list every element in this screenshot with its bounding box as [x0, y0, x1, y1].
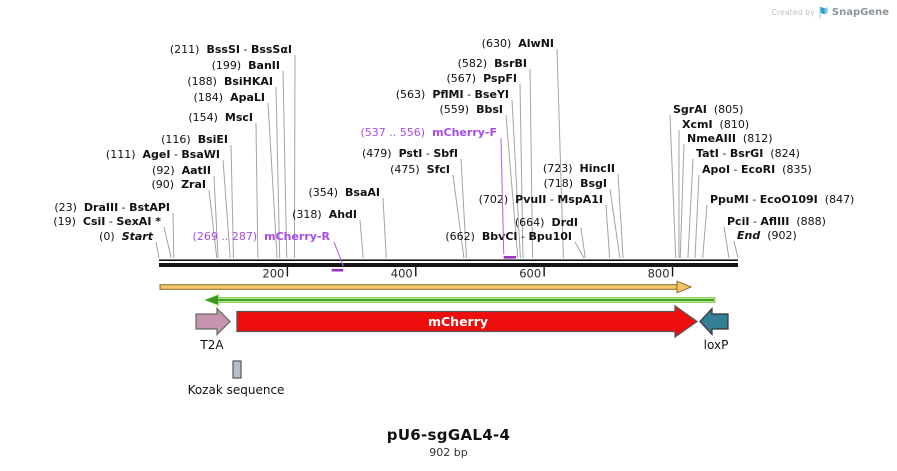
mcherry-label: mCherry [428, 314, 488, 329]
map-footer: pU6-sgGAL4-4 902 bp [0, 426, 897, 459]
enzyme-label-bsihkai[interactable]: (188) BsiHKAI [187, 75, 273, 88]
site-leader-line [733, 240, 739, 259]
tan-feature-arrow[interactable] [159, 284, 678, 290]
site-leader-line [222, 159, 231, 259]
site-leader-line [282, 70, 288, 259]
enzyme-label-ahdi[interactable]: (318) AhdI [292, 208, 357, 221]
enzyme-label-pflmi-bseyi[interactable]: (563) PflMI - BseYI [396, 88, 509, 101]
site-leader-line [267, 102, 278, 259]
sequence-line[interactable] [159, 263, 738, 267]
enzyme-label-sfci[interactable]: (475) SfcI [390, 163, 450, 176]
snapgene-logo-icon [819, 6, 828, 19]
enzyme-label-draiii-bstapi[interactable]: (23) DraIII - BstAPI [54, 201, 170, 214]
ruler-tick-label: 800 [648, 267, 670, 281]
enzyme-label-agei-bsawi[interactable]: (111) AgeI - BsaWI [106, 148, 220, 161]
feature-loxp[interactable] [699, 306, 729, 337]
site-leader-line [505, 114, 519, 259]
site-leader-line [605, 204, 611, 259]
site-leader-line [293, 54, 296, 259]
site-leader-line [213, 175, 219, 259]
enzyme-label-hincii[interactable]: (723) HincII [543, 162, 615, 175]
ruler-tick-label: 600 [519, 267, 541, 281]
site-leader-line [155, 241, 160, 259]
snapgene-credit: Created by SnapGene [772, 6, 889, 19]
site-leader-line [460, 158, 467, 259]
enzyme-label-csii-sexai[interactable]: (19) CsiI - SexAI * [53, 215, 161, 228]
ruler-tick-label: 200 [262, 267, 284, 281]
enzyme-label-start[interactable]: (0) Start [99, 230, 154, 243]
t2a-label: T2A [199, 338, 224, 352]
enzyme-label-alwni[interactable]: (630) AlwNI [482, 37, 554, 50]
enzyme-label-end[interactable]: End (902) [737, 229, 797, 242]
enzyme-label-bbvci-bpu10i[interactable]: (662) BbvCI - Bpu10I [445, 230, 572, 243]
site-leader-line [702, 204, 708, 259]
site-leader-line [163, 226, 172, 259]
sequence-line-top-strand [159, 259, 738, 261]
enzyme-label-pcii-afliii[interactable]: PciI - AflIII (888) [727, 215, 826, 228]
site-leader-line [230, 144, 234, 259]
site-leader-line [609, 188, 621, 259]
site-leader-line [574, 241, 585, 259]
primer-leader-line [333, 241, 344, 267]
enzyme-label-pspfi[interactable]: (567) PspFI [447, 72, 517, 85]
kozak-label: Kozak sequence [188, 383, 285, 397]
enzyme-label-pvuii-mspa1i[interactable]: (702) PvuII - MspA1I [479, 193, 603, 206]
enzyme-label-bsiei[interactable]: (116) BsiEI [161, 133, 228, 146]
primer-label-mcherry-f[interactable]: (537 .. 556) mCherry-F [361, 126, 498, 139]
site-leader-line [452, 174, 465, 259]
primer-label-mcherry-r[interactable]: (269 .. 287) mCherry-R [193, 230, 331, 243]
enzyme-label-bsrbi[interactable]: (582) BsrBI [458, 57, 527, 70]
enzyme-label-ppumi-ecoo109i[interactable]: PpuMI - EcoO109I (847) [710, 193, 854, 206]
enzyme-label-bsssi-bsss-i[interactable]: (211) BssSI - BssSαI [170, 43, 292, 56]
site-leader-line [669, 114, 677, 259]
enzyme-label-nmeaiii[interactable]: NmeAIII (812) [687, 132, 773, 145]
site-leader-line [679, 143, 685, 259]
enzyme-label-bbsi[interactable]: (559) BbsI [440, 103, 503, 116]
enzyme-label-banii[interactable]: (199) BanII [212, 59, 280, 72]
green-feature-arrow-line [216, 299, 714, 301]
tan-feature-arrow-head[interactable] [676, 280, 693, 294]
enzyme-label-xcmi[interactable]: XcmI (810) [682, 118, 749, 131]
credit-created-by-text: Created by [771, 8, 815, 17]
feature-kozak[interactable] [232, 360, 242, 379]
site-leader-line [275, 86, 281, 259]
loxp-label: loxP [704, 338, 729, 352]
enzyme-label-tati-bsrgi[interactable]: TatI - BsrGI (824) [696, 147, 800, 160]
site-leader-line [617, 173, 624, 259]
enzyme-label-zrai[interactable]: (90) ZraI [152, 178, 207, 191]
plasmid-length: 902 bp [429, 446, 468, 459]
enzyme-label-bsaai[interactable]: (354) BsaAI [308, 186, 380, 199]
green-feature-arrow-head [205, 295, 218, 305]
ruler-tick-label: 400 [391, 267, 413, 281]
credit-brand-text: SnapGene [831, 7, 889, 18]
enzyme-label-sgrai[interactable]: SgrAI (805) [673, 103, 743, 116]
site-leader-line [382, 197, 387, 259]
site-leader-line [208, 189, 218, 259]
enzyme-label-msci[interactable]: (154) MscI [188, 111, 253, 124]
site-leader-line [687, 158, 694, 259]
site-leader-line [359, 219, 364, 259]
enzyme-label-drdi[interactable]: (664) DrdI [515, 216, 578, 229]
feature-mcherry[interactable] [236, 304, 699, 339]
enzyme-label-apali[interactable]: (184) ApaLI [194, 91, 266, 104]
enzyme-label-bsgi[interactable]: (718) BsgI [544, 177, 607, 190]
primer-leader-line [500, 137, 505, 255]
site-leader-line [519, 83, 524, 259]
site-leader-line [255, 122, 259, 259]
site-leader-line [694, 174, 700, 259]
site-leader-line [172, 212, 175, 259]
site-leader-line [529, 68, 534, 259]
plasmid-title: pU6-sgGAL4-4 [386, 426, 511, 444]
site-leader-line [580, 227, 586, 259]
site-leader-line [556, 48, 564, 259]
enzyme-label-psti-sbfi[interactable]: (479) PstI - SbfI [362, 147, 458, 160]
site-leader-line [511, 99, 521, 259]
enzyme-label-aatii[interactable]: (92) AatII [152, 164, 211, 177]
site-leader-line [723, 226, 730, 259]
enzyme-label-apoi-ecori[interactable]: ApoI - EcoRI (835) [702, 163, 812, 176]
feature-t2a[interactable] [195, 307, 231, 336]
